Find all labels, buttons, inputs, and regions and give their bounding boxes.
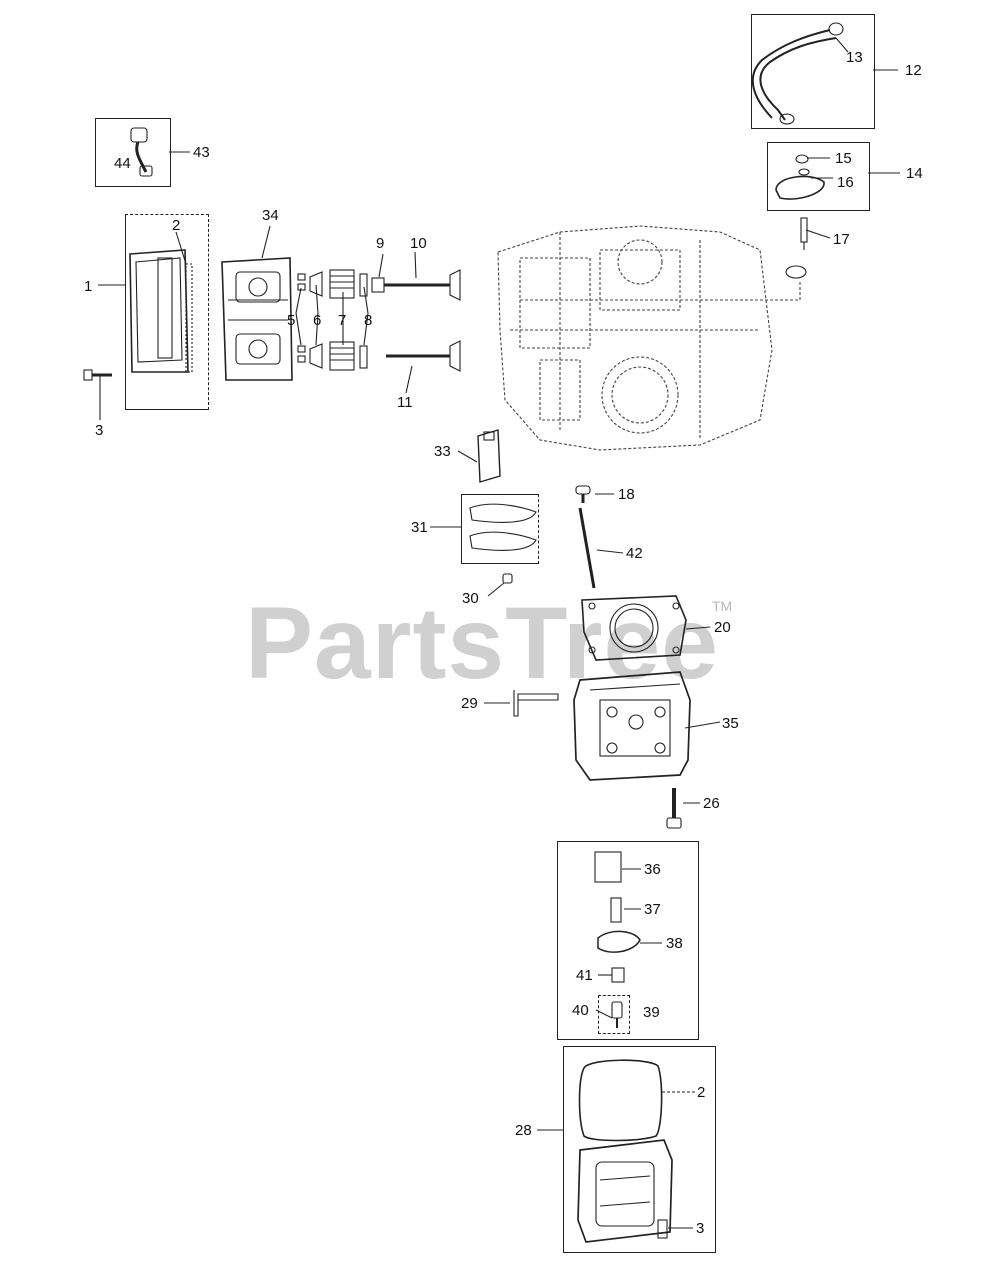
callout-11[interactable]: 11 <box>397 394 413 411</box>
callout-37[interactable]: 37 <box>644 901 661 918</box>
callout-31[interactable]: 31 <box>411 519 428 536</box>
callout-1[interactable]: 1 <box>84 278 93 295</box>
group-box-14 <box>767 142 870 211</box>
callout-41[interactable]: 41 <box>576 967 593 984</box>
callout-2-lower[interactable]: 2 <box>697 1084 706 1101</box>
callout-34[interactable]: 34 <box>262 207 279 224</box>
callout-44[interactable]: 44 <box>114 155 131 172</box>
group-box-39 <box>598 995 630 1034</box>
callout-35[interactable]: 35 <box>722 715 739 732</box>
callout-18[interactable]: 18 <box>618 486 635 503</box>
callout-2-upper[interactable]: 2 <box>172 217 181 234</box>
group-box-12 <box>751 14 875 129</box>
callout-9[interactable]: 9 <box>376 235 385 252</box>
callout-16[interactable]: 16 <box>837 174 854 191</box>
group-box-36 <box>557 841 699 1040</box>
callout-40[interactable]: 40 <box>572 1002 589 1019</box>
group-box-28 <box>563 1046 716 1253</box>
callout-13[interactable]: 13 <box>846 49 863 66</box>
callout-36[interactable]: 36 <box>644 861 661 878</box>
callout-10[interactable]: 10 <box>410 235 427 252</box>
callout-29[interactable]: 29 <box>461 695 478 712</box>
callout-28[interactable]: 28 <box>515 1122 532 1139</box>
callout-6[interactable]: 6 <box>313 312 322 329</box>
callout-14[interactable]: 14 <box>906 165 923 182</box>
callout-15[interactable]: 15 <box>835 150 852 167</box>
callout-17[interactable]: 17 <box>833 231 850 248</box>
callout-33[interactable]: 33 <box>434 443 451 460</box>
group-box-1 <box>125 214 209 410</box>
callout-8[interactable]: 8 <box>364 312 373 329</box>
callout-30[interactable]: 30 <box>462 590 479 607</box>
watermark-trademark: TM <box>712 598 733 614</box>
group-box-31 <box>461 494 539 564</box>
callout-5[interactable]: 5 <box>287 312 296 329</box>
callout-7[interactable]: 7 <box>338 312 347 329</box>
callout-43[interactable]: 43 <box>193 144 210 161</box>
callout-42[interactable]: 42 <box>626 545 643 562</box>
callout-39[interactable]: 39 <box>643 1004 660 1021</box>
callout-3-lower[interactable]: 3 <box>696 1220 705 1237</box>
callout-3-upper[interactable]: 3 <box>95 422 104 439</box>
callout-20[interactable]: 20 <box>714 619 731 636</box>
callout-12[interactable]: 12 <box>905 62 922 79</box>
callout-38[interactable]: 38 <box>666 935 683 952</box>
callout-26[interactable]: 26 <box>703 795 720 812</box>
